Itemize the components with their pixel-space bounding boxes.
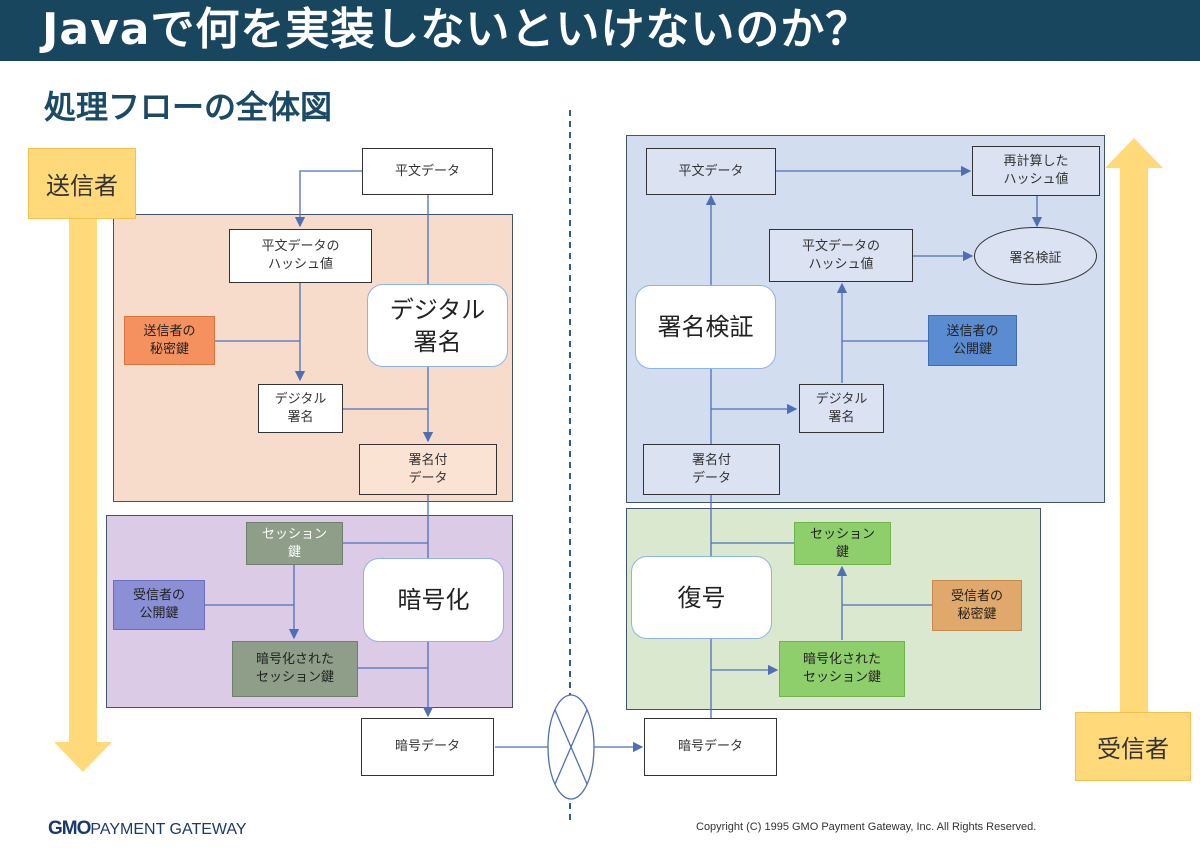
- sender-encrypted-data: 暗号データ: [361, 718, 494, 776]
- receiver-public-key-sender-side: 受信者の 公開鍵: [113, 580, 205, 630]
- digital-sign-process: デジタル 署名: [367, 284, 508, 367]
- decrypt-process: 復号: [631, 556, 772, 639]
- verify-process: 署名検証: [635, 285, 776, 369]
- sender-down-arrow: [54, 218, 112, 772]
- slide-subtitle: 処理フローの全体図: [44, 88, 333, 126]
- sender-digital-sign: デジタル 署名: [258, 384, 343, 433]
- logo-gmo: GMO: [48, 818, 91, 839]
- slide-title: Javaで何を実装しないといけないのか？: [42, 4, 871, 55]
- receiver-hash: 平文データの ハッシュ値: [769, 229, 913, 282]
- receiver-private-key: 受信者の 秘密鍵: [932, 580, 1022, 631]
- sender-label: 送信者: [28, 148, 136, 219]
- sender-hash: 平文データの ハッシュ値: [229, 229, 372, 283]
- receiver-label: 受信者: [1075, 712, 1191, 781]
- receiver-signed-data: 署名付 データ: [643, 444, 780, 495]
- receiver-plain-data: 平文データ: [646, 148, 776, 195]
- receiver-recomputed-hash: 再計算した ハッシュ値: [972, 146, 1100, 196]
- verify-oval: 署名検証: [974, 227, 1097, 285]
- copyright: Copyright (C) 1995 GMO Payment Gateway, …: [696, 821, 1037, 833]
- transmission-symbol: [547, 694, 595, 800]
- sender-encrypted-session-key: 暗号化された セッション鍵: [232, 641, 358, 697]
- receiver-up-arrow: [1105, 138, 1163, 712]
- encrypt-process: 暗号化: [363, 558, 504, 642]
- company-logo: GMOPAYMENT GATEWAY: [48, 818, 247, 840]
- logo-text: PAYMENT GATEWAY: [90, 821, 247, 838]
- sender-public-key-receiver-side: 送信者の 公開鍵: [928, 315, 1017, 366]
- sender-signed-data: 署名付 データ: [359, 444, 497, 495]
- receiver-session-key: セッション 鍵: [794, 522, 891, 565]
- header-bar: [0, 0, 1200, 61]
- sender-private-key: 送信者の 秘密鍵: [124, 316, 215, 365]
- receiver-digital-sign: デジタル 署名: [799, 384, 884, 433]
- sender-plain-data: 平文データ: [362, 148, 493, 195]
- sender-session-key: セッション 鍵: [246, 522, 343, 565]
- receiver-encrypted-data: 暗号データ: [644, 718, 777, 776]
- receiver-encrypted-session-key: 暗号化された セッション鍵: [779, 641, 905, 697]
